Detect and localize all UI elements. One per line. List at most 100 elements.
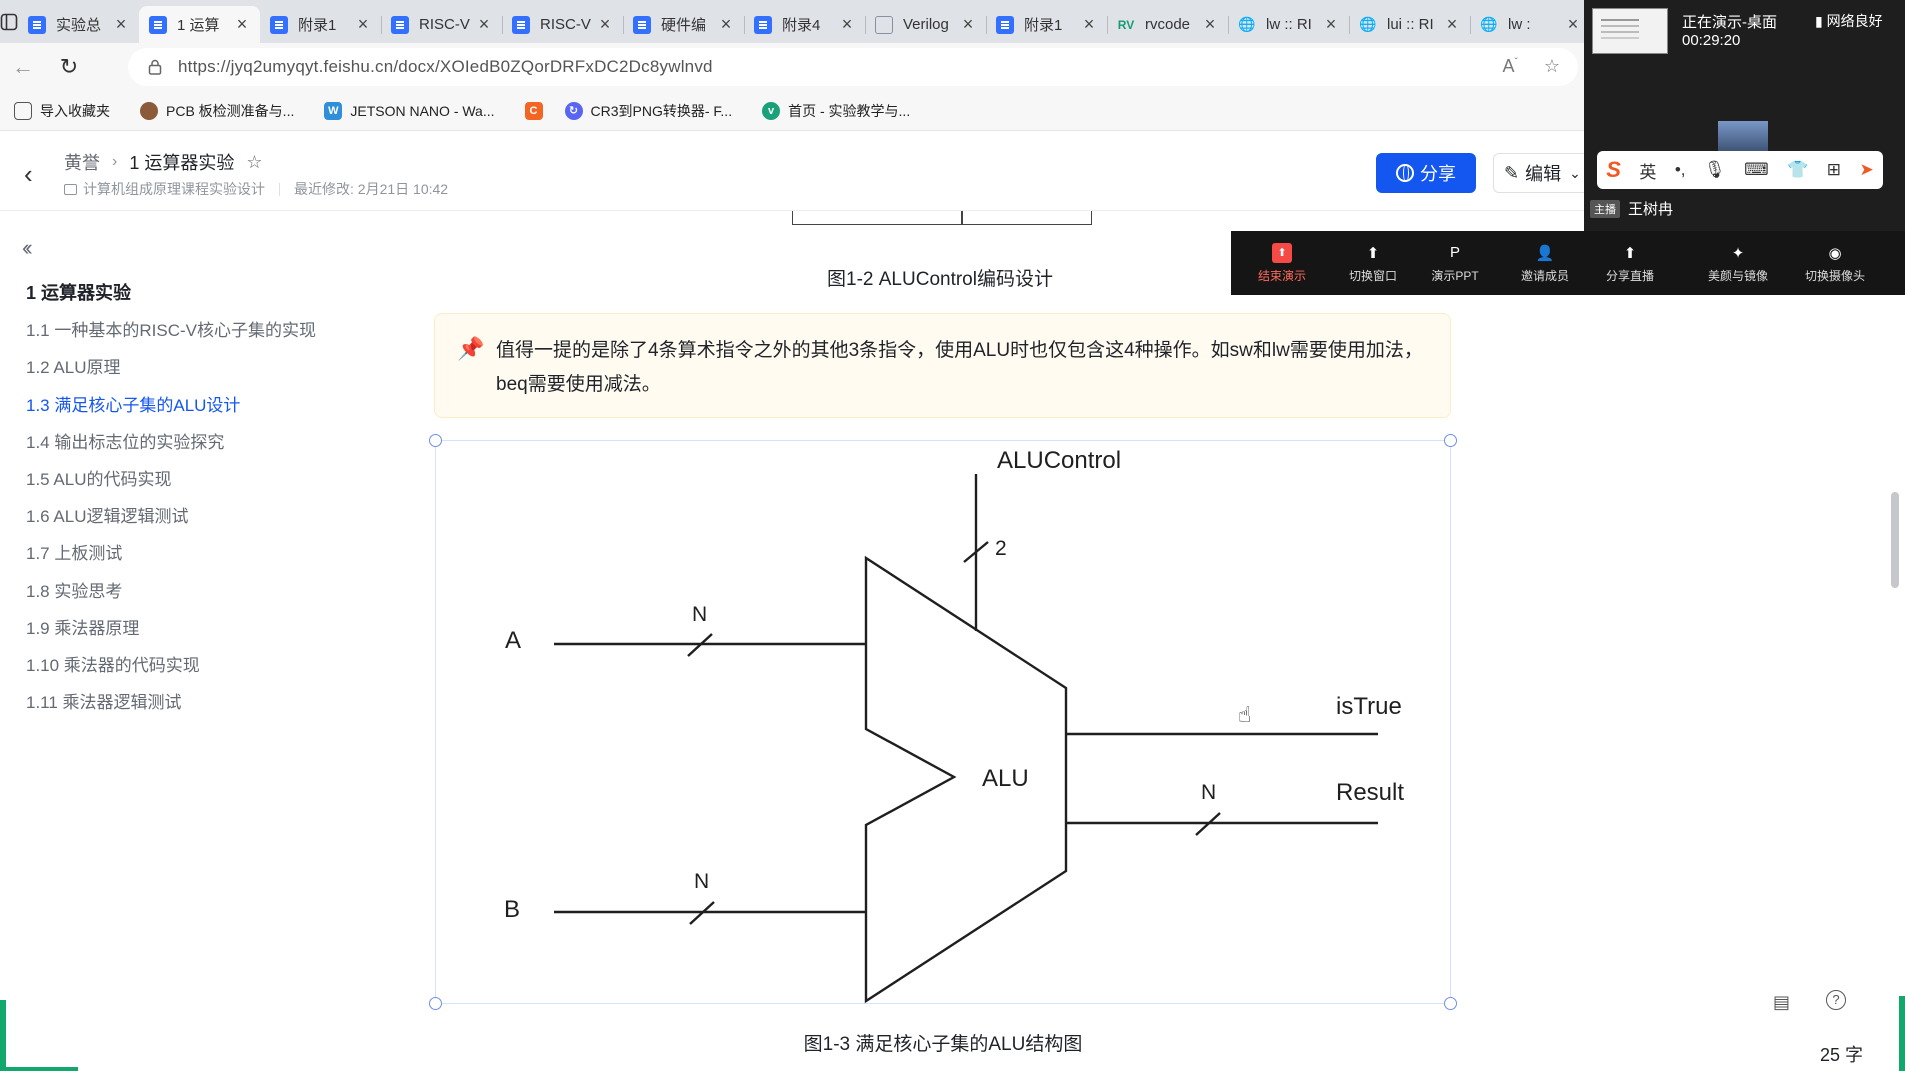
host-name: 王树冉 (1628, 201, 1674, 218)
close-tab-icon[interactable]: × (841, 14, 853, 34)
close-tab-icon[interactable]: × (1446, 14, 1458, 34)
tab-actions-button[interactable] (0, 0, 18, 43)
browser-tab[interactable]: 🌐lw :: RI× (1228, 6, 1349, 43)
doc-back-icon[interactable]: ‹ (24, 159, 33, 189)
read-aloud-icon[interactable]: Aˇ (1502, 56, 1518, 76)
close-tab-icon[interactable]: × (599, 14, 611, 34)
browser-tab[interactable]: RISC-V× (381, 6, 502, 43)
meeting-toolbar-button[interactable]: ◉切换摄像头 (1789, 231, 1881, 295)
alu-diagram-figure[interactable]: ALUControl 2 A N B N ALU isTrue Result N (429, 434, 1457, 1010)
meeting-toolbar-button[interactable]: ⬆结束演示 (1242, 231, 1322, 295)
chevron-right-icon: › (112, 153, 118, 170)
resize-handle-top-right[interactable] (1444, 434, 1457, 447)
outline-item[interactable]: 1.7 上板测试 (26, 544, 123, 564)
outline-item[interactable]: 1.6 ALU逻辑逻辑测试 (26, 507, 189, 527)
close-tab-icon[interactable]: × (1083, 14, 1095, 34)
close-tab-icon[interactable]: × (357, 14, 369, 34)
browser-tab[interactable]: 1 运算× (139, 6, 260, 43)
grid-menu-icon[interactable]: ⊞ (1826, 160, 1841, 179)
browser-tab[interactable]: 附录4× (744, 6, 865, 43)
bookmark-item[interactable]: ↻CR3到PNG转换器- F... (564, 101, 732, 121)
share-button[interactable]: 分享 (1376, 153, 1476, 193)
favorite-star-icon[interactable]: ☆ (1543, 56, 1560, 76)
screen-share-border (0, 1000, 6, 1071)
star-icon[interactable]: ☆ (246, 151, 263, 172)
doc-outline-toggle-icon[interactable]: ▤ (1773, 992, 1791, 1012)
meeting-toolbar-button[interactable]: ✦美颜与镜像 (1695, 231, 1781, 295)
close-tab-icon[interactable]: × (962, 14, 974, 34)
host-tag: 主播 王树冉 (1590, 198, 1673, 219)
meeting-toolbar-button[interactable]: 👤邀请成员 (1505, 231, 1585, 295)
feishu-doc-icon (28, 15, 46, 34)
punctuation-icon[interactable]: •, (1674, 160, 1686, 179)
tab-title: lui :: RI (1387, 16, 1434, 33)
feishu-doc-icon (391, 15, 409, 34)
url-field[interactable]: https://jyq2umyqyt.feishu.cn/docx/XOIedB… (128, 48, 1578, 86)
doc-meta: 计算机组成原理课程实验设计 最近修改: 2月21日 10:42 (64, 179, 448, 199)
resize-handle-bottom-right[interactable] (1444, 997, 1457, 1010)
help-icon[interactable]: ? (1826, 990, 1846, 1010)
close-tab-icon[interactable]: × (236, 14, 248, 34)
scrollbar[interactable] (1891, 492, 1899, 588)
input-a-width-label: N (692, 603, 707, 626)
browser-tab[interactable]: 🌐 lui :: RI × (1349, 6, 1470, 43)
mascot-icon[interactable]: ➤ (1859, 160, 1874, 179)
browser-tab[interactable]: 附录1× (986, 6, 1107, 43)
bookmark-item[interactable]: C (524, 101, 551, 120)
close-tab-icon[interactable]: × (1325, 14, 1337, 34)
outline-item[interactable]: 1.9 乘法器原理 (26, 618, 140, 638)
close-tab-icon[interactable]: × (115, 14, 127, 34)
outline-item[interactable]: 1.5 ALU的代码实现 (26, 469, 172, 489)
browser-tab[interactable]: RISC-V× (502, 6, 623, 43)
bookmark-item[interactable]: PCB 板检测准备与... (140, 101, 294, 121)
outline-item[interactable]: 1.1 一种基本的RISC-V核心子集的实现 (26, 321, 316, 341)
outline-item[interactable]: 1.11 乘法器逻辑测试 (26, 693, 182, 713)
collapse-sidebar-icon[interactable]: ‹‹ (22, 235, 32, 260)
skin-icon[interactable]: 👕 (1787, 160, 1809, 179)
callout-block[interactable]: 📌 值得一提的是除了4条算术指令之外的其他3条指令，使用ALU时也仅包含这4种操… (434, 313, 1451, 418)
outline-item[interactable]: 1.10 乘法器的代码实现 (26, 655, 200, 675)
reload-button[interactable]: ↻ (46, 47, 92, 87)
keyboard-icon[interactable]: ⌨ (1744, 160, 1769, 179)
site-info-icon (148, 59, 162, 75)
back-button[interactable]: ← (0, 47, 46, 87)
edit-button[interactable]: ✎ 编辑 ⌄ (1493, 153, 1584, 193)
browser-tab[interactable]: 附录1× (260, 6, 381, 43)
bookmark-item[interactable]: 导入收藏夹 (14, 101, 110, 121)
outline-item[interactable]: 1.4 输出标志位的实验探究 (26, 432, 225, 452)
input-b-bus-slash (689, 901, 715, 925)
meeting-toolbar-button[interactable]: ⬆切换窗口 (1333, 231, 1413, 295)
ime-language-toggle[interactable]: 英 (1639, 162, 1657, 182)
folder-name[interactable]: 计算机组成原理课程实验设计 (83, 181, 265, 197)
outline-item[interactable]: 1.3 满足核心子集的ALU设计 (26, 395, 241, 415)
resize-handle-bottom-left[interactable] (429, 997, 442, 1010)
browser-tab[interactable]: 实验总× (18, 6, 139, 43)
browser-tab[interactable]: 硬件编× (623, 6, 744, 43)
resize-handle-top-left[interactable] (429, 434, 442, 447)
chevron-down-icon: ⌄ (1569, 164, 1581, 181)
beauty-icon: ✦ (1731, 244, 1745, 262)
browser-tab[interactable]: Verilog× (865, 6, 986, 43)
outline-item[interactable]: 1 运算器实验 (26, 283, 132, 303)
globe-icon (1396, 164, 1414, 182)
close-tab-icon[interactable]: × (1567, 14, 1579, 34)
close-tab-icon[interactable]: × (1204, 14, 1216, 34)
address-bar: ← ↻ https://jyq2umyqyt.feishu.cn/docx/XO… (0, 43, 1584, 91)
close-tab-icon[interactable]: × (720, 14, 732, 34)
meeting-toolbar-button[interactable]: ⬆分享直播 (1593, 231, 1667, 295)
globe-icon: 🌐 (1359, 16, 1377, 32)
input-a-bus-slash (687, 633, 713, 657)
close-tab-icon[interactable]: × (478, 14, 490, 34)
sogou-logo-icon[interactable]: S (1606, 157, 1621, 182)
outline-item[interactable]: 1.8 实验思考 (26, 581, 123, 601)
browser-tab[interactable]: 🌐lw :× (1470, 6, 1591, 43)
outline-item[interactable]: 1.2 ALU原理 (26, 358, 121, 378)
breadcrumb: 黄誉 › 1 运算器实验 ☆ (64, 149, 262, 175)
breadcrumb-author[interactable]: 黄誉 (64, 153, 100, 173)
meeting-toolbar-label: 结束演示 (1257, 268, 1306, 283)
microphone-icon[interactable]: 🎙 (1704, 160, 1726, 179)
